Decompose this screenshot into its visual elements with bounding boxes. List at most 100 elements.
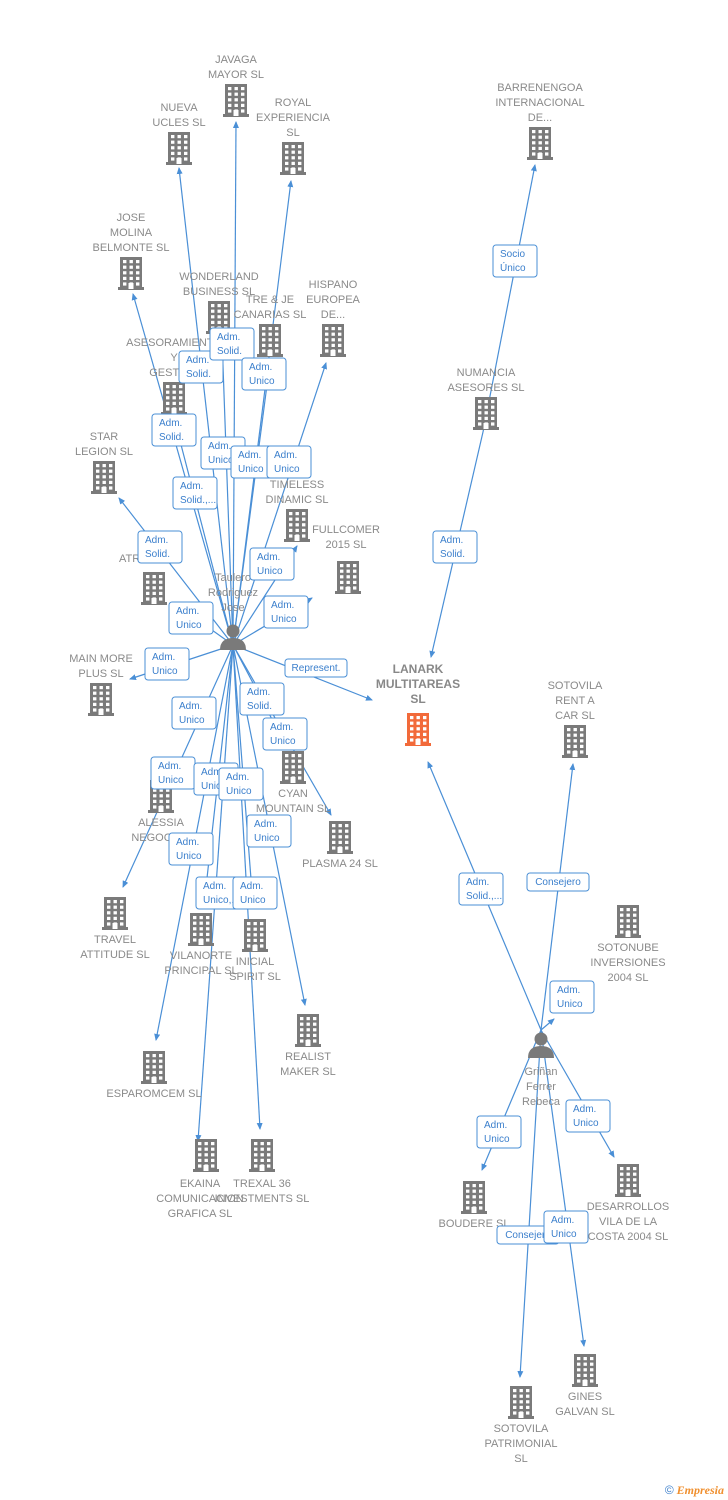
edge-line-e7 bbox=[232, 362, 327, 646]
edge-label-e10[interactable]: Adm.Unico bbox=[249, 547, 295, 581]
edge-label-e17[interactable]: Adm.Unico bbox=[171, 696, 217, 730]
edge-label-e8[interactable]: Adm.Solid.,... bbox=[172, 476, 218, 510]
edge-label-text: Adm. bbox=[180, 481, 203, 492]
edge-label-e4[interactable]: Adm.Solid. bbox=[151, 413, 197, 447]
building-icon bbox=[562, 725, 588, 758]
edge-label-e32[interactable]: Adm.Unico bbox=[543, 1210, 589, 1244]
edge-label-e28[interactable]: Adm.Unico bbox=[549, 980, 595, 1014]
edge-label-e21[interactable]: Adm.Unico bbox=[246, 814, 292, 848]
building-icon bbox=[461, 1181, 487, 1214]
edge-label-box bbox=[526, 872, 590, 892]
edge-label-e6[interactable]: Adm.Unico bbox=[230, 445, 276, 479]
company-node-atr[interactable]: ATR bbox=[119, 553, 167, 605]
node-label: PLASMA 24 SL bbox=[302, 858, 378, 870]
edge-label-e7[interactable]: Adm.Unico bbox=[266, 445, 312, 479]
node-label: MAKER SL bbox=[280, 1066, 336, 1078]
edge-label-e30[interactable]: Adm.Unico bbox=[565, 1099, 611, 1133]
node-label: PATRIMONIAL bbox=[485, 1438, 558, 1450]
node-label: CAR SL bbox=[555, 710, 595, 722]
company-node-hispano[interactable]: HISPANOEUROPEADE... bbox=[306, 279, 361, 357]
edge-label-text: Adm. bbox=[573, 1104, 596, 1115]
company-node-barren[interactable]: BARRENENGOAINTERNACIONALDE... bbox=[495, 82, 585, 160]
node-label: Rodriguez bbox=[208, 587, 258, 599]
edge-label-e24[interactable]: Adm.Solid. bbox=[432, 530, 478, 564]
node-label: ROYAL bbox=[275, 97, 311, 109]
edge-line-e1 bbox=[176, 167, 234, 646]
edge-label-e11[interactable]: Adm.Unico bbox=[263, 595, 309, 629]
edge-label-e3[interactable]: Adm.Unico bbox=[241, 357, 287, 391]
edge-label-box bbox=[232, 876, 278, 910]
edge-label-text: Adm. bbox=[226, 772, 249, 783]
edge-label-box bbox=[168, 832, 214, 866]
edge-label-text: Adm. bbox=[238, 450, 261, 461]
edge-label-text: Unico bbox=[271, 614, 297, 625]
edge-line-e5 bbox=[219, 337, 234, 646]
building-icon bbox=[572, 1354, 598, 1387]
edge-label-e27[interactable]: Consejero bbox=[526, 872, 590, 892]
edge-label-box bbox=[209, 327, 255, 361]
person-icon bbox=[220, 624, 246, 650]
node-label: INVESTMENTS SL bbox=[215, 1193, 310, 1205]
edge-label-e2[interactable]: Adm.Solid. bbox=[209, 327, 255, 361]
edge-label-e18[interactable]: Adm.Unico bbox=[150, 756, 196, 790]
edge-label-text: Adm. bbox=[440, 535, 463, 546]
edge-label-e16[interactable]: Adm.Unico bbox=[262, 717, 308, 751]
building-icon bbox=[118, 257, 144, 290]
edge-label-text: Adm. bbox=[152, 652, 175, 663]
edge-label-box bbox=[171, 696, 217, 730]
company-node-plasma[interactable]: PLASMA 24 SL bbox=[302, 821, 378, 870]
edge-label-e15[interactable]: Adm.Solid. bbox=[239, 682, 285, 716]
node-label: MAYOR SL bbox=[208, 69, 264, 81]
edge-label-e29[interactable]: Adm.Unico bbox=[476, 1115, 522, 1149]
edge-label-text: Unico bbox=[152, 666, 178, 677]
building-icon bbox=[223, 84, 249, 117]
building-icon bbox=[141, 572, 167, 605]
edge-label-e33[interactable]: Adm.Unico bbox=[168, 832, 214, 866]
edge-label-e13[interactable]: Represent. bbox=[284, 658, 348, 678]
node-label: Griñan bbox=[524, 1066, 557, 1078]
edge-label-e26[interactable]: Adm.Solid.,... bbox=[458, 872, 504, 906]
node-label: RENT A bbox=[555, 695, 595, 707]
edge-label-e12[interactable]: Adm.Unico bbox=[168, 601, 214, 635]
node-label: Rebeca bbox=[522, 1096, 561, 1108]
company-node-boudere[interactable]: BOUDERE SL bbox=[439, 1181, 510, 1230]
edge-label-e9[interactable]: Adm.Solid. bbox=[137, 530, 183, 564]
company-node-esparom[interactable]: ESPAROMCEM SL bbox=[106, 1051, 202, 1100]
node-label: Y bbox=[170, 352, 178, 364]
edge-line-e4 bbox=[131, 293, 234, 646]
edge-label-text: Adm. bbox=[551, 1215, 574, 1226]
edge-label-box bbox=[239, 682, 285, 716]
edge-label-text: Adm. bbox=[484, 1120, 507, 1131]
edge-label-e14[interactable]: Adm. Unico bbox=[144, 647, 190, 681]
edge-label-e23[interactable]: Adm.Unico bbox=[232, 876, 278, 910]
node-label: MOLINA bbox=[110, 227, 153, 239]
edge-label-text: Unico bbox=[249, 376, 275, 387]
edge-label-e20[interactable]: Adm.Unico bbox=[218, 767, 264, 801]
